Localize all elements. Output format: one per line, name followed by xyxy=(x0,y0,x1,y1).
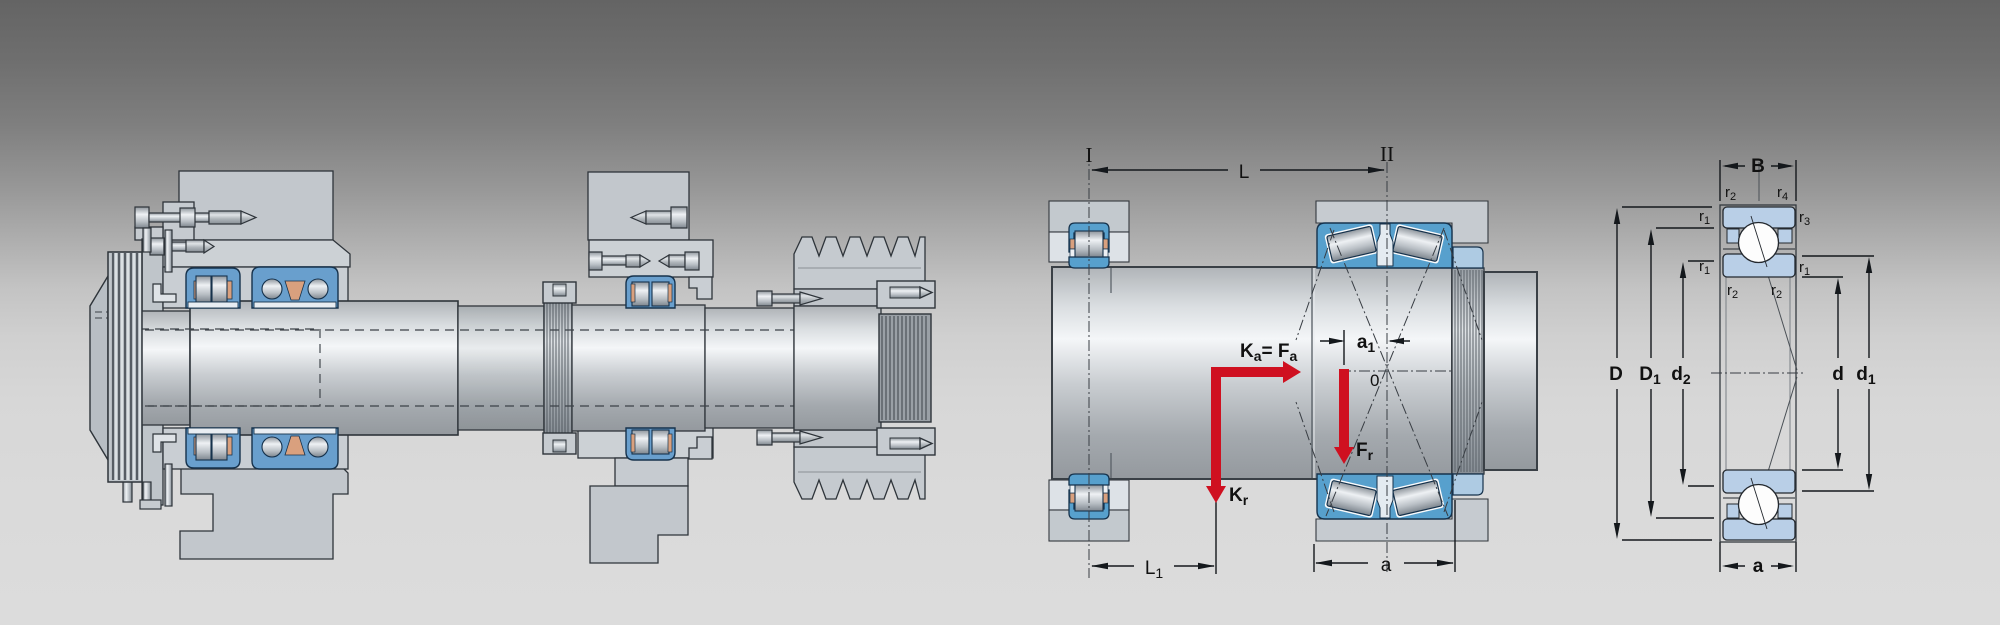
svg-text:r1: r1 xyxy=(1699,258,1710,277)
svg-text:Ka= Fa: Ka= Fa xyxy=(1240,341,1298,364)
svg-text:a: a xyxy=(1753,556,1764,577)
svg-text:B: B xyxy=(1751,156,1765,177)
svg-text:I: I xyxy=(1086,143,1093,167)
svg-text:D1: D1 xyxy=(1639,364,1661,387)
svg-text:d2: d2 xyxy=(1671,364,1691,387)
svg-text:r2: r2 xyxy=(1725,184,1736,203)
svg-text:r1: r1 xyxy=(1799,259,1810,278)
svg-text:r2: r2 xyxy=(1771,282,1782,301)
svg-text:a: a xyxy=(1381,555,1392,576)
svg-text:r2: r2 xyxy=(1727,282,1738,301)
svg-text:D: D xyxy=(1609,364,1623,385)
svg-text:0: 0 xyxy=(1370,371,1379,390)
svg-text:r3: r3 xyxy=(1799,209,1810,228)
svg-text:II: II xyxy=(1380,142,1394,166)
svg-text:r4: r4 xyxy=(1777,184,1788,203)
svg-text:L1: L1 xyxy=(1145,558,1164,581)
svg-text:L: L xyxy=(1239,162,1250,183)
svg-text:Kr: Kr xyxy=(1229,485,1249,508)
svg-text:r1: r1 xyxy=(1699,208,1710,227)
svg-text:d1: d1 xyxy=(1856,364,1876,387)
svg-text:d: d xyxy=(1832,364,1844,385)
